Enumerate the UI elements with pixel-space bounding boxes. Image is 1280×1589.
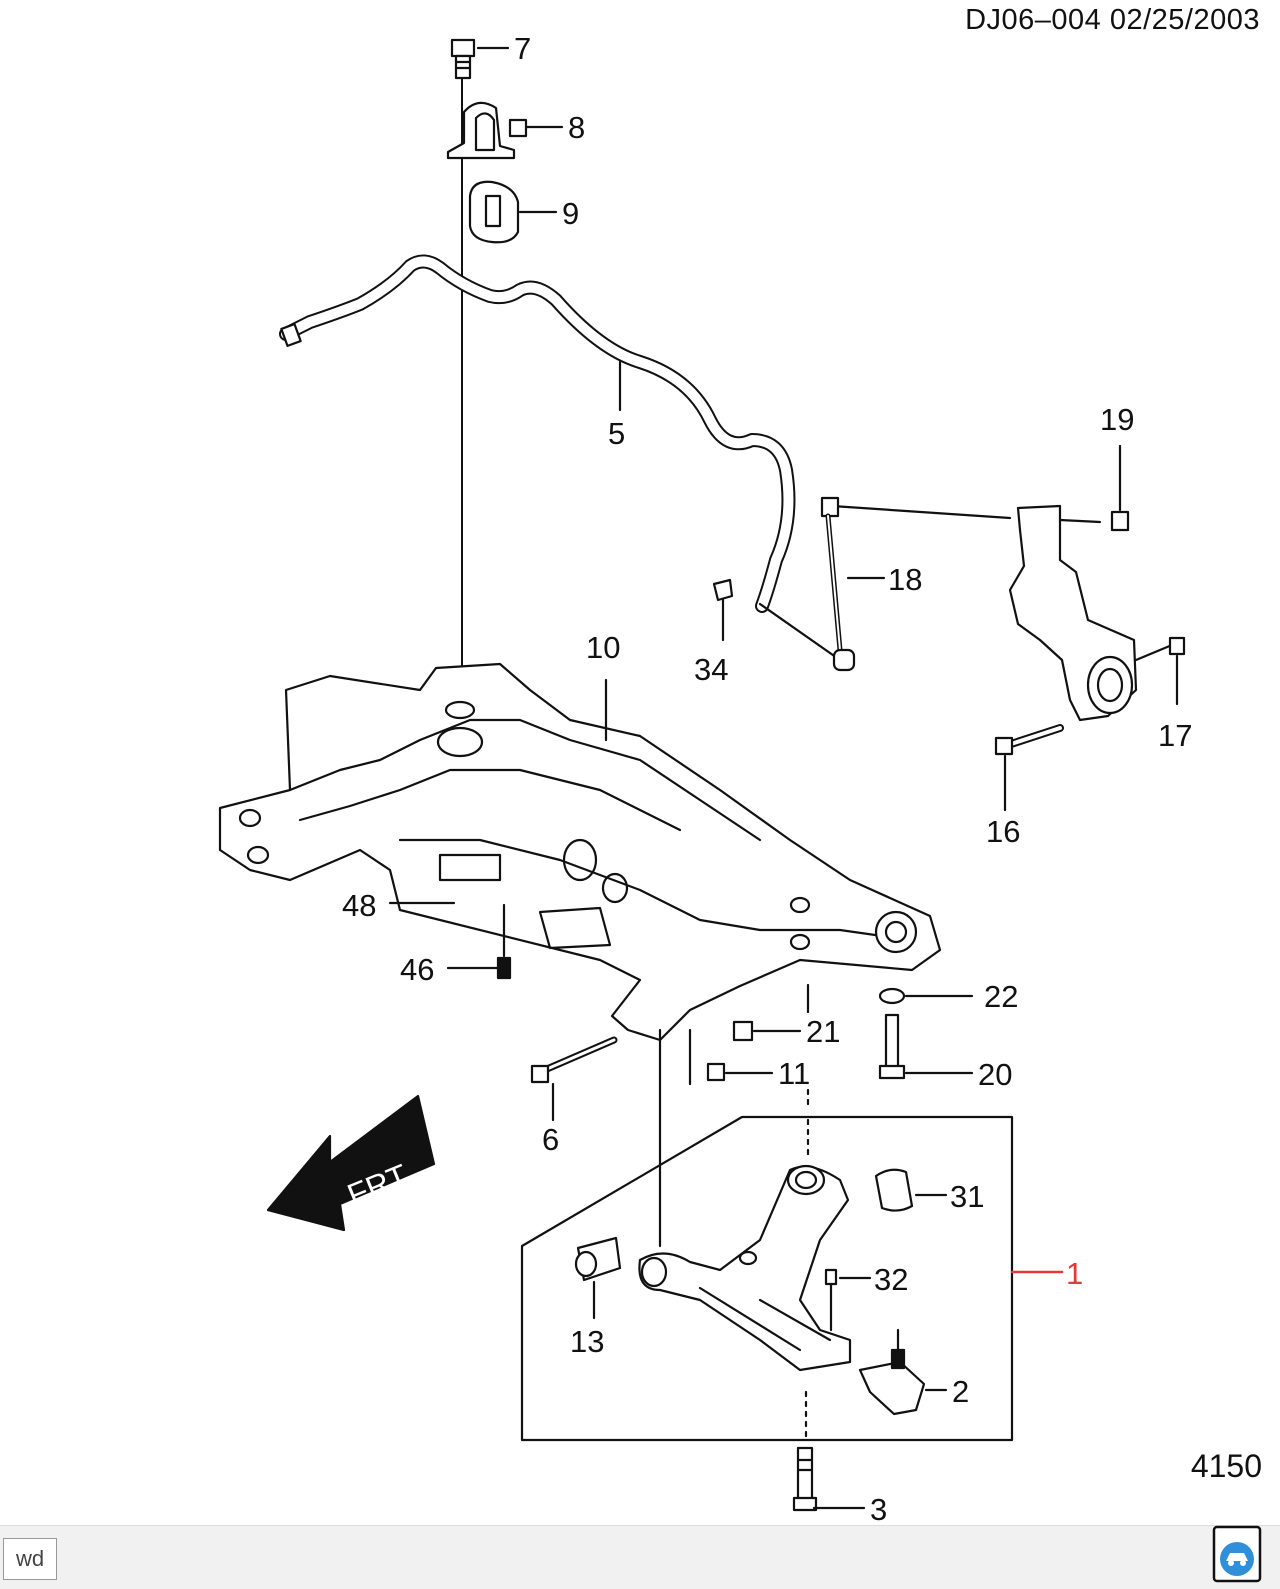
callout-5: 5 (608, 416, 625, 451)
bolt-part-3 (792, 1390, 866, 1512)
bolt-part-20 (878, 1013, 974, 1080)
nut-part-11 (688, 1028, 774, 1086)
callout-22: 22 (984, 979, 1018, 1014)
bolt-part-7 (450, 38, 476, 80)
callout-10: 10 (586, 630, 620, 665)
callout-20: 20 (978, 1057, 1012, 1092)
ball-joint-part-2 (858, 1328, 948, 1416)
callout-3: 3 (870, 1492, 887, 1527)
nut-part-17 (1168, 636, 1186, 656)
front-direction-arrow-icon (266, 1094, 436, 1232)
callout-32: 32 (874, 1262, 908, 1297)
bolt-part-16 (994, 724, 1064, 812)
callout-6: 6 (542, 1122, 559, 1157)
callout-48: 48 (342, 888, 376, 923)
callout-31: 31 (950, 1179, 984, 1214)
link-line-34 (758, 602, 842, 662)
nut-part-34 (712, 578, 734, 642)
lower-control-arm (638, 1164, 852, 1372)
callout-1: 1 (1066, 1256, 1083, 1291)
bracket-part-8 (446, 101, 528, 160)
wd-badge[interactable]: wd (3, 1538, 57, 1580)
car-service-icon[interactable] (1210, 1525, 1264, 1583)
callout-19: 19 (1100, 402, 1134, 437)
assembly-box-part-1 (520, 1115, 1014, 1442)
nut-part-21 (732, 983, 810, 1042)
stabilizer-link-part-18 (820, 496, 856, 672)
footer-toolbar (0, 1525, 1280, 1589)
bushing-part-13 (574, 1236, 622, 1320)
crossmember-part-10 (218, 662, 942, 1042)
callout-34: 34 (694, 652, 728, 687)
bolt-part-6 (530, 1036, 618, 1122)
callout-46: 46 (400, 952, 434, 987)
washer-part-22 (878, 987, 974, 1005)
sheet-number: 4150 (1190, 1448, 1262, 1484)
callout-16: 16 (986, 814, 1020, 849)
callout-11: 11 (778, 1056, 810, 1091)
callout-18: 18 (888, 562, 922, 597)
bolt-part-46 (496, 903, 512, 980)
diagram-code-date: DJ06–004 02/25/2003 (965, 4, 1260, 36)
callout-21: 21 (806, 1014, 840, 1049)
steering-knuckle (1008, 504, 1138, 722)
bushing-part-9 (468, 180, 520, 244)
link-line-19 (830, 504, 1012, 520)
bolt-part-32 (824, 1268, 872, 1332)
callout-13: 13 (570, 1324, 604, 1359)
callout-9: 9 (562, 196, 579, 231)
bushing-part-31 (874, 1168, 948, 1212)
callout-7: 7 (514, 31, 531, 66)
callout-8: 8 (568, 110, 585, 145)
callout-2: 2 (952, 1374, 969, 1409)
callout-17: 17 (1158, 718, 1192, 753)
